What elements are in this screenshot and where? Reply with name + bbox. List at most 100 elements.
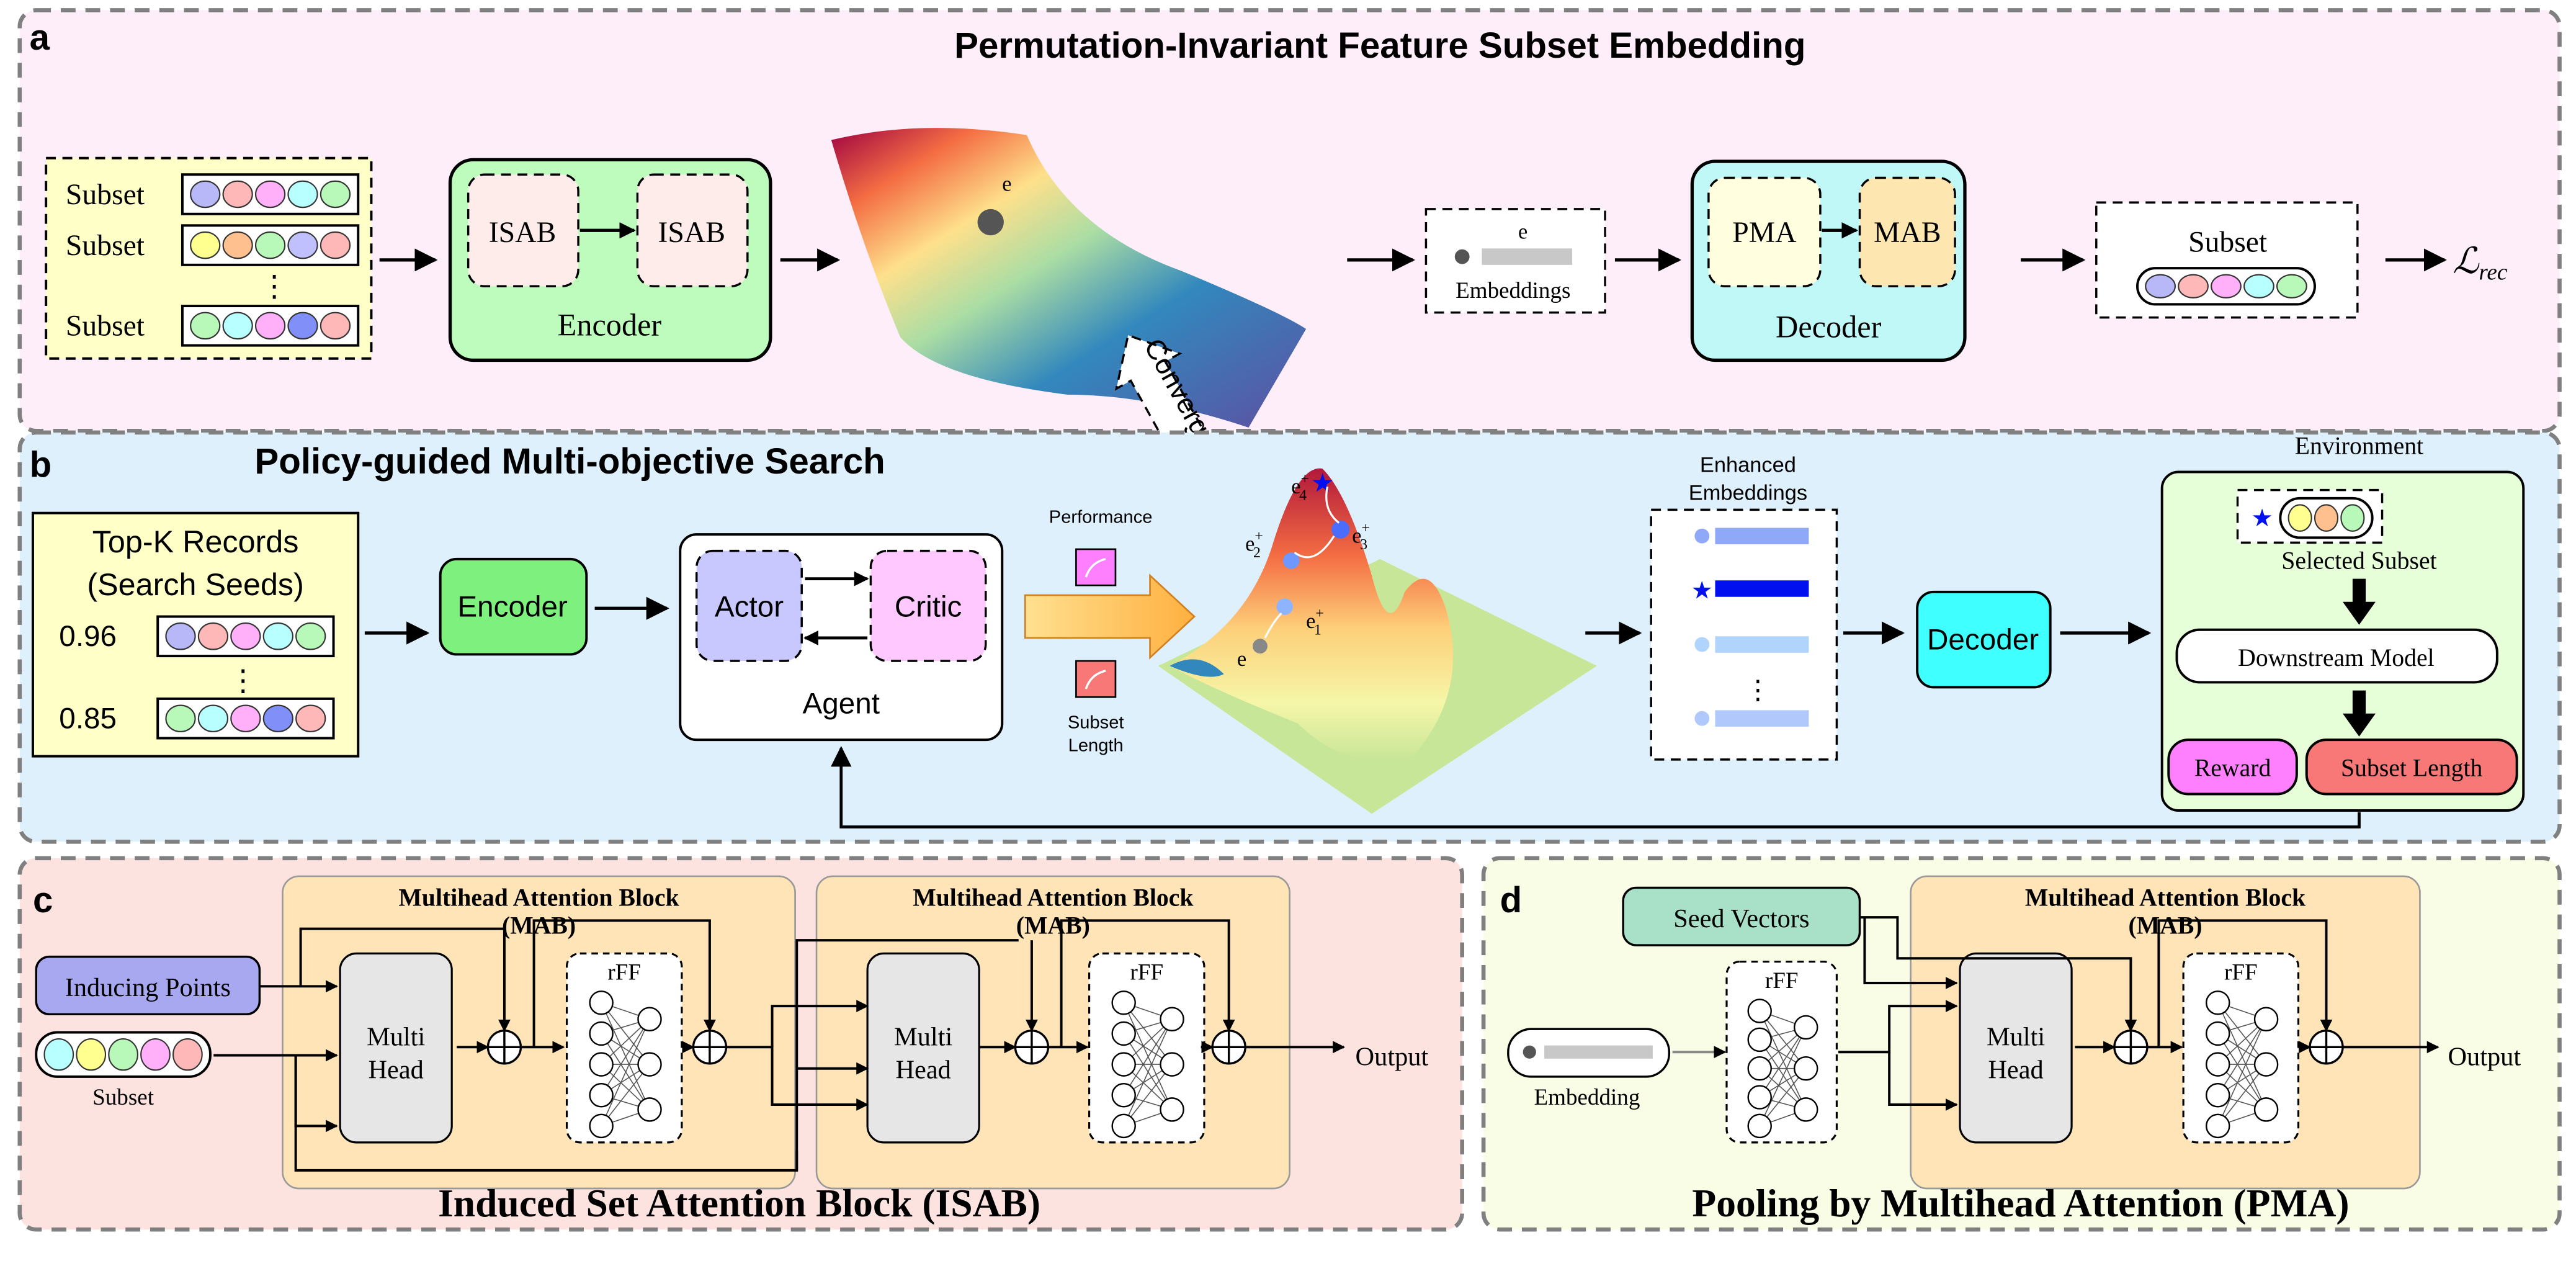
pma-label: PMA [1732, 217, 1797, 249]
rff-edge [2217, 1018, 2267, 1096]
subset-length-label: Length [1068, 736, 1124, 756]
actor-label: Actor [715, 591, 784, 624]
feature-circle [2178, 274, 2209, 299]
point-plus: + [1362, 520, 1370, 536]
rff-edge [1123, 1064, 1173, 1126]
point-index: 4 [1299, 488, 1307, 504]
point-index: 3 [1360, 537, 1367, 553]
feature-circle [262, 704, 293, 732]
subset-length-label: Subset Length [2341, 754, 2482, 781]
point-label: e [1237, 647, 1246, 671]
rff-neuron [1747, 999, 1772, 1023]
subset-length-icon [1075, 660, 1117, 698]
add-icon-cross [488, 1030, 521, 1064]
agent-label: Agent [802, 688, 880, 721]
subset-length-label: Subset [1068, 713, 1124, 733]
embedding-dot [1694, 637, 1710, 652]
rff-neuron [589, 1083, 614, 1108]
mab-label: MAB [1874, 217, 1941, 249]
rff-neuron [2206, 1052, 2230, 1077]
point-index: 1 [1314, 622, 1322, 639]
rff-neuron [1794, 1056, 1818, 1081]
rff-edge [1759, 1027, 1807, 1126]
rff-edge [2217, 1018, 2267, 1126]
encoder-label: Encoder [457, 591, 568, 624]
vertical-ellipsis: ⋮ [1745, 676, 1771, 705]
selected-subset-label: Selected Subset [2281, 547, 2436, 575]
latent-surface [831, 128, 1307, 428]
topk-subtitle: (Search Seeds) [87, 567, 303, 602]
feature-circle [287, 180, 318, 209]
feature-circle [140, 1038, 171, 1071]
performance-icon [1075, 548, 1117, 586]
isab-connectors [213, 919, 1346, 1172]
point-e [1253, 639, 1268, 654]
embedding-dot [1694, 711, 1710, 726]
feature-circle [295, 622, 326, 650]
output-label: Output [1356, 1042, 1429, 1071]
mab-subtitle: (MAB) [1016, 912, 1090, 940]
feature-circle [2145, 274, 2176, 299]
rff-neuron [589, 1113, 614, 1139]
enhanced-embeddings-label: Enhanced [1700, 453, 1796, 477]
star-icon: ★ [2251, 505, 2273, 532]
star-icon: ★ [1691, 577, 1713, 604]
isab-label: ISAB [489, 217, 557, 249]
feature-circle [172, 1038, 203, 1071]
rff-neuron [1160, 1007, 1184, 1031]
down-arrow-icon [2342, 578, 2376, 625]
feature-circle [222, 312, 253, 340]
point-plus: + [1301, 471, 1309, 487]
feature-circle [190, 180, 221, 209]
panel-label: b [30, 444, 52, 485]
add-icon-cross [2114, 1030, 2147, 1064]
panel-title: Pooling by Multihead Attention (PMA) [1692, 1181, 2349, 1225]
surface-valley [1169, 659, 1224, 677]
down-arrow-icon [2342, 690, 2376, 737]
isab-label: ISAB [658, 217, 726, 249]
embedding-bar [1715, 528, 1809, 545]
feature-circle [230, 704, 261, 732]
feature-circle [2314, 504, 2339, 532]
add-icon-cross [1212, 1030, 1246, 1064]
point-symbol: e [1306, 609, 1315, 633]
rff-neuron [1111, 1113, 1136, 1139]
rff-edge [1123, 1002, 1173, 1065]
feature-circle [43, 1038, 74, 1071]
embedding-bar [1715, 636, 1809, 653]
feature-circle [2276, 274, 2307, 299]
point-symbol: e [1245, 532, 1254, 556]
feature-circle [197, 622, 229, 650]
rff-neuron [1747, 1056, 1772, 1081]
feature-circle [165, 704, 196, 732]
embedding-bar [1715, 710, 1809, 727]
subset-label: Subset [66, 310, 145, 343]
point-e2 [1283, 552, 1300, 569]
panel-d: d Multihead Attention Block(MAB)MultiHea… [1481, 856, 2562, 1232]
critic-label: Critic [895, 591, 962, 624]
rff-neuron [2206, 1021, 2230, 1046]
feature-circle [320, 231, 351, 259]
rff-neuron [589, 1052, 614, 1077]
enhanced-embeddings-label: Embeddings [1689, 482, 1807, 505]
rff-edge [2217, 1002, 2267, 1065]
topk-title: Top-K Records [92, 524, 299, 559]
embedding-label: Embedding [1534, 1085, 1640, 1110]
embeddings-label: Embeddings [1456, 278, 1570, 303]
rff-neuron [589, 990, 614, 1015]
rff-neuron [637, 1007, 662, 1031]
rff-edge [1759, 1039, 1807, 1110]
feature-circle [2340, 504, 2365, 532]
rff-neuron [1111, 990, 1136, 1015]
subset-label: Subset [66, 179, 145, 211]
rff-label: rFF [2224, 960, 2258, 985]
feature-circle [222, 180, 253, 209]
search-surface [1169, 468, 1454, 761]
trajectory [1264, 486, 1340, 639]
embedding-dot [1454, 249, 1470, 264]
point-plus: + [1315, 606, 1323, 622]
feature-circle [230, 622, 261, 650]
rff-neuron [1111, 1052, 1136, 1077]
rff-neuron [589, 1021, 614, 1046]
rff-edge [1123, 1002, 1173, 1110]
